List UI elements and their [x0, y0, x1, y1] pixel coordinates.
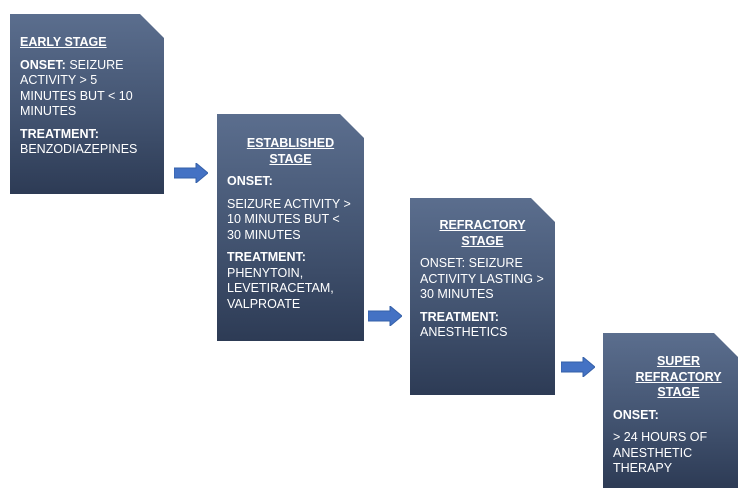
treatment-label: TREATMENT: — [20, 126, 99, 141]
onset-text: ONSET: SEIZURE ACTIVITY LASTING > 30 MIN… — [420, 256, 544, 301]
onset-text: SEIZURE ACTIVITY > 10 MINUTES BUT < 30 M… — [227, 196, 351, 242]
onset-text: > 24 HOURS OF ANESTHETIC THERAPY — [613, 430, 708, 475]
onset-label: ONSET: — [227, 174, 273, 188]
stage-title: EARLY STAGE — [20, 35, 107, 49]
onset-text: SEIZURE ACTIVITY > 5 MINUTES BUT < 10 MI… — [20, 57, 133, 118]
treatment-block: TREATMENT: PHENYTOIN, LEVETIRACETAM, VAL… — [227, 250, 354, 312]
stage-card-early: EARLY STAGE ONSET: SEIZURE ACTIVITY > 5 … — [10, 14, 164, 194]
stage-title: SUPER REFRACTORY STAGE — [635, 354, 722, 399]
onset-block: ONSET: SEIZURE ACTIVITY > 5 MINUTES BUT … — [20, 58, 154, 120]
treatment-text: ANESTHETICS — [420, 325, 508, 339]
stage-card-refractory: REFRACTORY STAGE ONSET: SEIZURE ACTIVITY… — [410, 198, 555, 395]
treatment-label: TREATMENT: — [420, 309, 499, 324]
treatment-block: TREATMENT: BENZODIAZEPINES — [20, 127, 154, 158]
treatment-label: TREATMENT: — [227, 250, 306, 264]
treatment-block: TREATMENT: ANESTHETICS — [420, 310, 545, 341]
stage-title: REFRACTORY STAGE — [439, 218, 526, 248]
right-arrow-icon — [368, 306, 402, 326]
onset-label: ONSET: — [613, 407, 659, 422]
onset-label: ONSET: — [20, 57, 66, 72]
stage-card-super-refractory: SUPER REFRACTORY STAGE ONSET: > 24 HOURS… — [603, 333, 738, 488]
treatment-text: BENZODIAZEPINES — [20, 142, 138, 156]
stage-title: ESTABLISHED STAGE — [246, 136, 335, 166]
stage-card-established: ESTABLISHED STAGE ONSET: SEIZURE ACTIVIT… — [217, 114, 364, 341]
right-arrow-icon — [174, 163, 208, 183]
right-arrow-icon — [561, 357, 595, 377]
treatment-text: PHENYTOIN, LEVETIRACETAM, VALPROATE — [227, 265, 334, 311]
